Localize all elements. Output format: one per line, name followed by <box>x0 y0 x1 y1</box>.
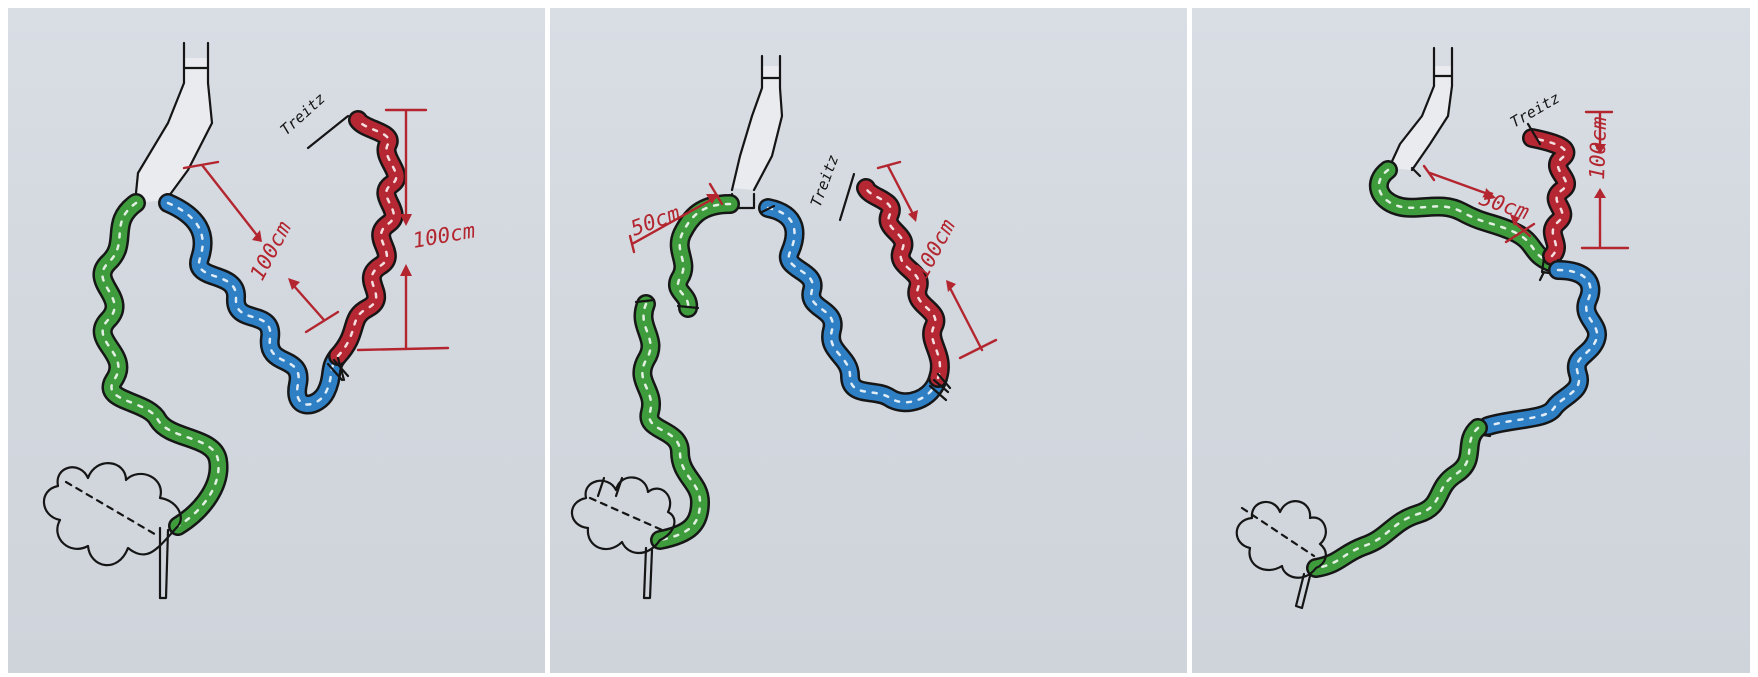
treitz-marker: Treitz <box>277 89 348 148</box>
treitz-label: Treitz <box>807 152 842 209</box>
panel-3-drawing: Treitz <box>1192 8 1750 673</box>
stomach-pouch <box>732 56 782 208</box>
treitz-marker: Treitz <box>807 152 854 220</box>
sketch-panel-1: Treitz 100cm 100cm <box>8 8 545 673</box>
treitz-label: Treitz <box>1507 89 1563 132</box>
measure-b-annotation: 100cm <box>1582 112 1628 248</box>
common-channel-limb <box>866 188 940 378</box>
stomach-pouch <box>135 43 212 203</box>
biliopancreatic-limb <box>168 203 338 405</box>
sketch-panel-3: Treitz <box>1192 8 1750 673</box>
panel-2-drawing: Treitz 50cm 100cm <box>550 8 1187 673</box>
measure-a-label: 100cm <box>245 217 296 284</box>
stomach-pouch <box>1388 48 1452 176</box>
measure-b-label: 100cm <box>411 218 478 253</box>
measure-b-label: 100cm <box>909 215 960 282</box>
colon-outline <box>44 463 181 598</box>
panel-1-drawing: Treitz 100cm 100cm <box>8 8 545 673</box>
colon-outline <box>1237 501 1326 608</box>
sketch-panel-2: Treitz 50cm 100cm <box>550 8 1187 673</box>
alimentary-limb-lower <box>1316 428 1478 568</box>
measure-b-label: 100cm <box>1585 116 1611 180</box>
common-channel-limb <box>338 120 396 356</box>
treitz-label: Treitz <box>277 89 329 139</box>
alimentary-limb-lower <box>636 300 700 540</box>
alimentary-limb-upper <box>678 204 730 308</box>
biliopancreatic-limb <box>1488 270 1597 426</box>
